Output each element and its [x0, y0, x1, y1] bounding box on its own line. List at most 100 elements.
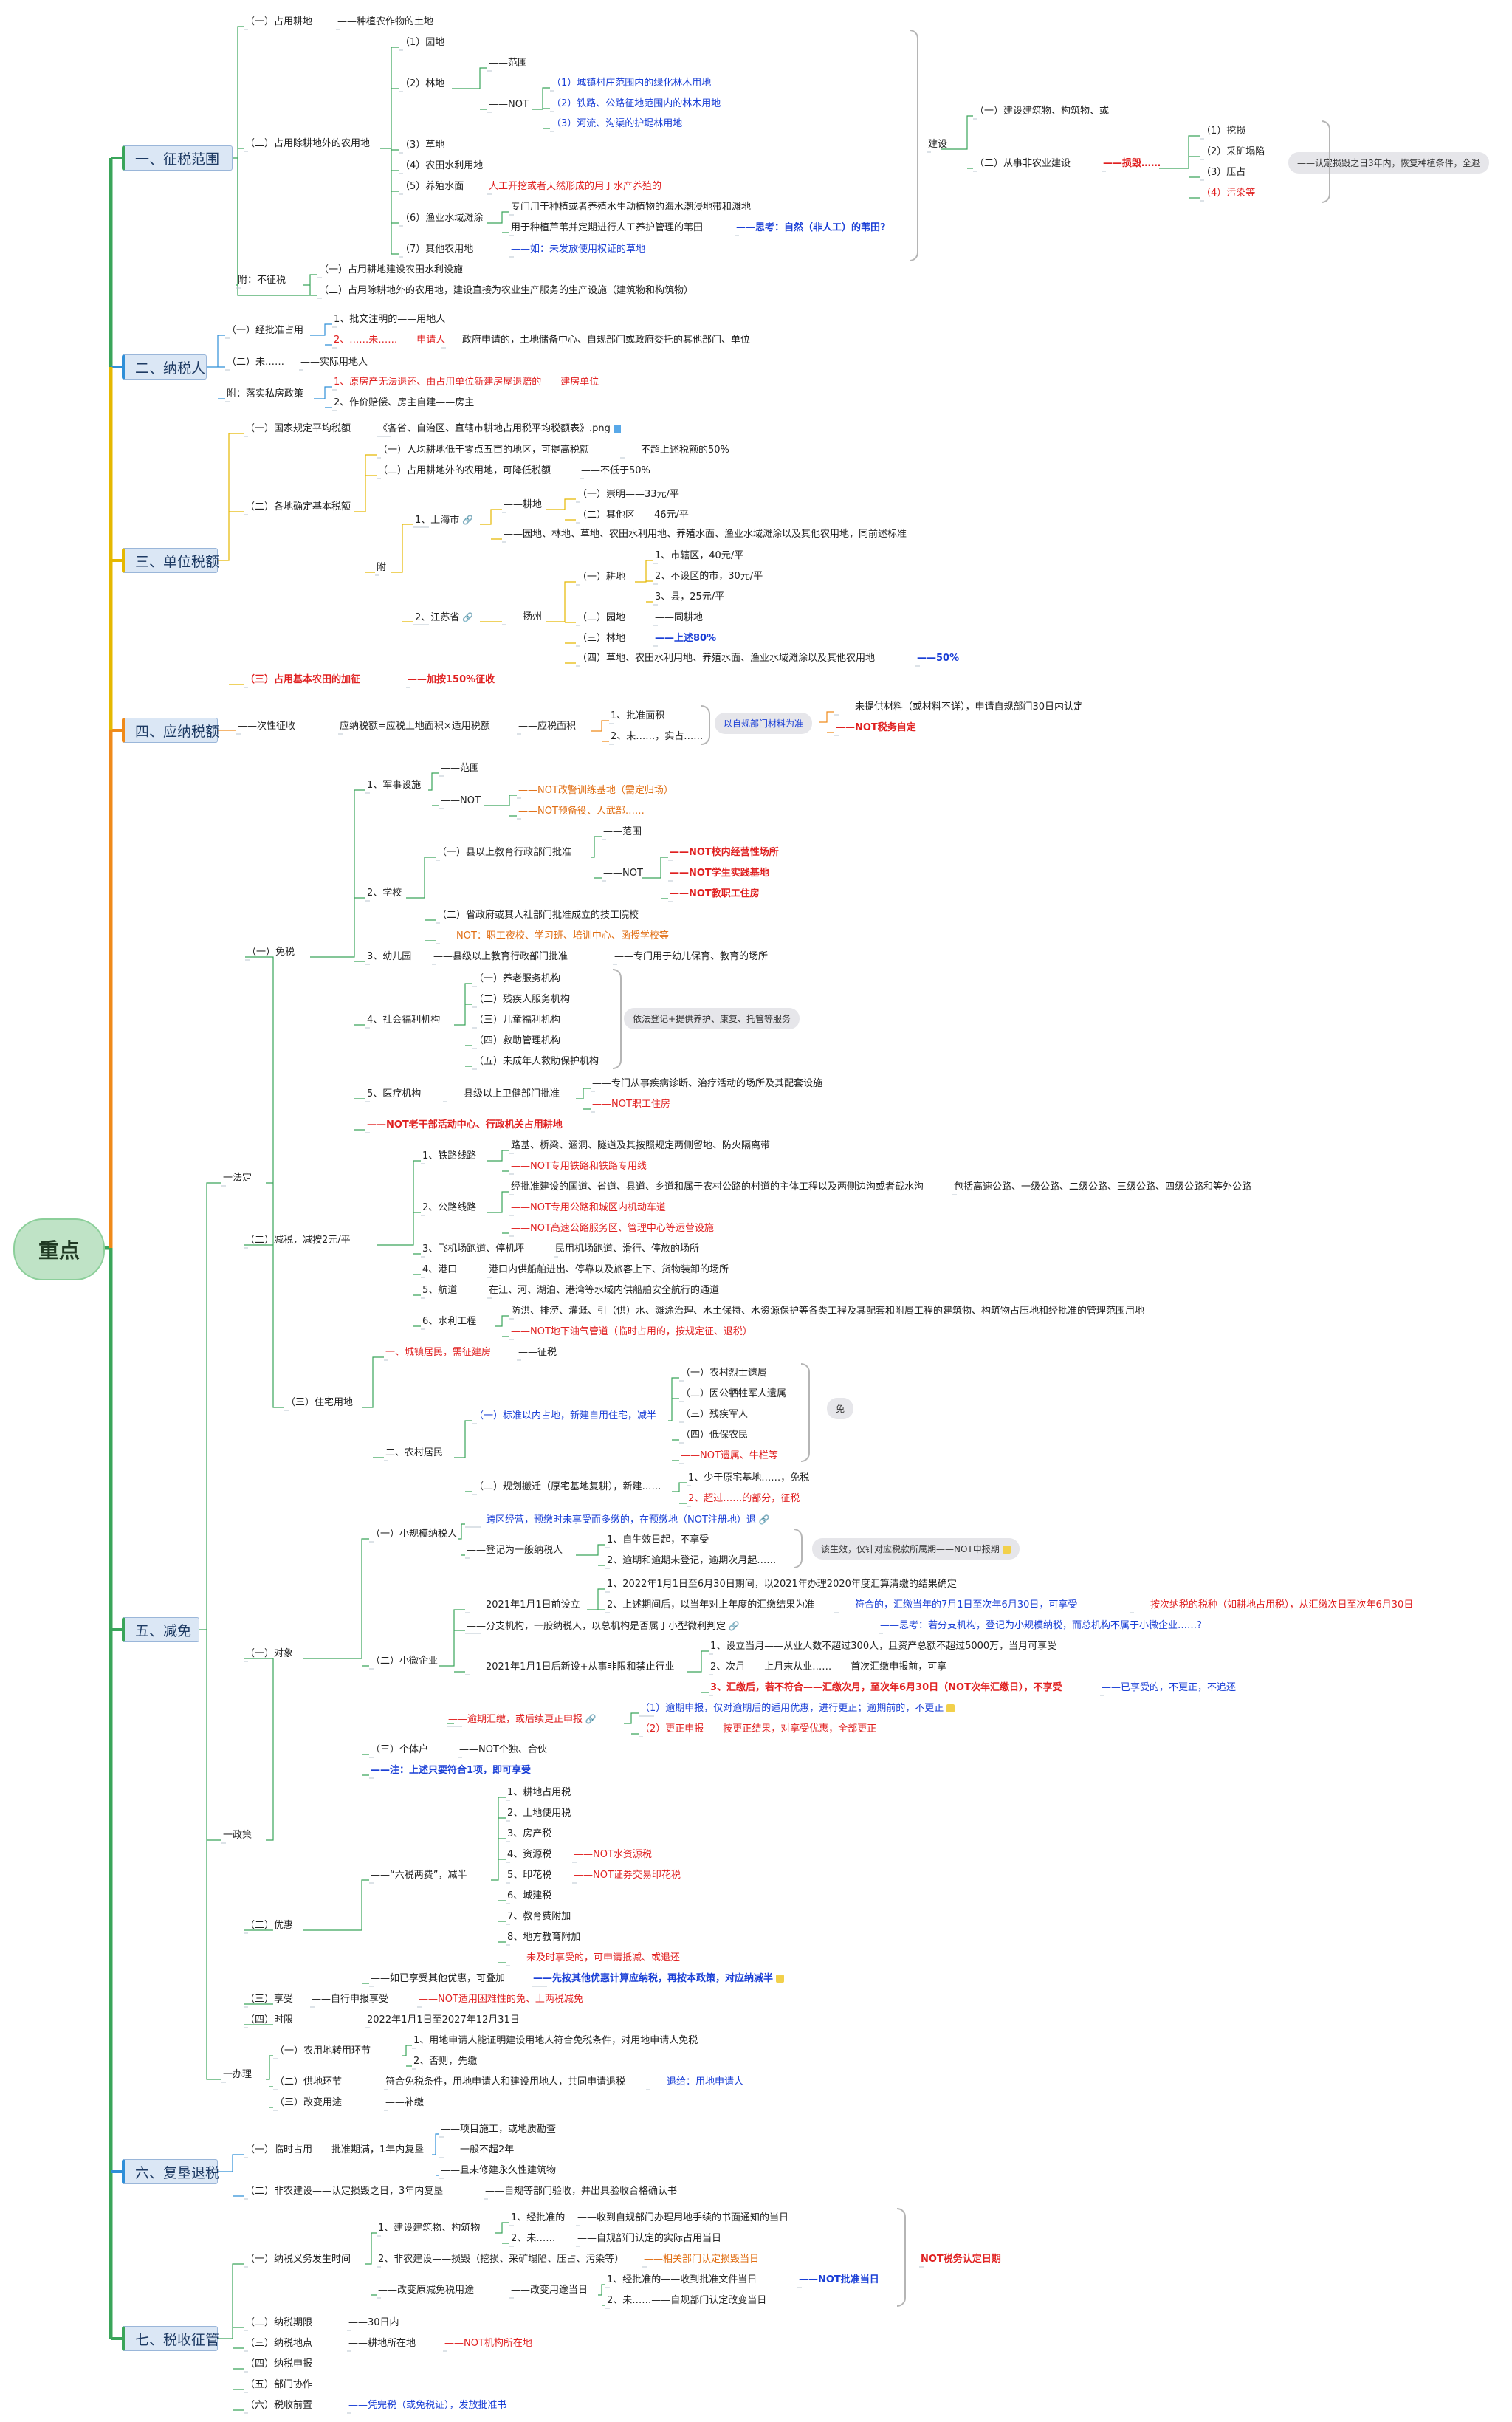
topic-node[interactable]: ——NOT税务自定	[834, 722, 919, 735]
topic-node[interactable]: ——应税面积	[517, 721, 579, 734]
note-icon[interactable]	[776, 1975, 785, 1983]
topic-node[interactable]: 4、资源税	[506, 1849, 554, 1862]
topic-node[interactable]: 符合免税条件，用地申请人和建设用地人，共同申请退税	[384, 2076, 628, 2090]
topic-node[interactable]: 3、飞机场跑道、停机坪	[421, 1243, 527, 1257]
topic-node[interactable]: （四）救助管理机构	[472, 1035, 563, 1049]
topic-node[interactable]: 人工开挖或者天然形成的用于水产养殖的	[487, 181, 664, 194]
topic-node[interactable]: ——且未修建永久性建筑物	[439, 2165, 559, 2178]
topic-node[interactable]: ——NOT老干部活动中心、行政机关占用耕地	[365, 1119, 566, 1133]
topic-node[interactable]: ——NOT机构所在地	[443, 2338, 535, 2351]
topic-node[interactable]: （三）个体户	[369, 1744, 431, 1757]
topic-node[interactable]: ——NOT校内经营性场所	[668, 847, 782, 860]
topic-node[interactable]: （三）纳税地点	[244, 2338, 315, 2351]
topic-node[interactable]: 7、教育费附加	[506, 1911, 574, 1924]
branch-topic[interactable]: 二、纳税人	[122, 354, 207, 380]
topic-node[interactable]: 一、城镇居民，需征建房	[384, 1347, 494, 1360]
topic-node[interactable]: 《各省、自治区、直辖市耕地占用税平均税额表》.png	[377, 423, 624, 436]
topic-node[interactable]: 2、超过……的部分，征税	[687, 1493, 803, 1506]
topic-node[interactable]: ——思考：若分支机构，登记为小规模纳税，而总机构不属于小微企业……?	[879, 1620, 1205, 1633]
topic-node[interactable]: 1、批准面积	[609, 710, 667, 724]
topic-node[interactable]: （二）因公牺牲军人遗属	[679, 1388, 789, 1402]
topic-node[interactable]: ——专门从事疾病诊断、治疗活动的场所及其配套设施	[591, 1078, 825, 1091]
topic-node[interactable]: （二）占用除耕地外的农用地，建设直接为农业生产服务的生产设施（建筑物和构筑物）	[317, 285, 696, 298]
topic-node[interactable]: ——耕地所在地	[347, 2338, 419, 2351]
topic-node[interactable]: （一）国家规定平均税额	[244, 423, 354, 436]
topic-node[interactable]: 防洪、排涝、灌溉、引（供）水、滩涂治理、水土保持、水资源保护等各类工程及其配套和…	[509, 1306, 1147, 1319]
topic-node[interactable]: ——实际用地人	[299, 357, 371, 370]
topic-node[interactable]: ——改变原减免税用途	[377, 2285, 477, 2298]
topic-node[interactable]: 1、市辖区，40元/平	[653, 550, 746, 563]
topic-node[interactable]: （一）纳税义务发生时间	[244, 2254, 354, 2267]
topic-node[interactable]: 5、印花税	[506, 1870, 554, 1883]
branch-topic[interactable]: 一、征税范围	[122, 145, 233, 171]
topic-node[interactable]: ——NOT专用铁路和铁路专用线	[509, 1161, 650, 1174]
topic-node[interactable]: ——征税	[517, 1347, 560, 1360]
topic-node[interactable]: （四）低保农民	[679, 1430, 751, 1443]
topic-node[interactable]: ——30日内	[347, 2317, 402, 2330]
topic-node[interactable]: 1、耕地占用税	[506, 1787, 574, 1800]
topic-node[interactable]: ——NOT水资源税	[572, 1849, 655, 1862]
topic-node[interactable]: ——园地、林地、草地、农田水利用地、养殖水面、渔业水域滩涂以及其他农用地，同前述…	[502, 529, 910, 542]
topic-node[interactable]: 3、汇缴后，若不符合——汇缴次月，至次年6月30日（NOT次年汇缴日），不享受	[709, 1682, 1065, 1695]
topic-node[interactable]: ——专门用于幼儿保育、教育的场所	[613, 951, 771, 964]
topic-node[interactable]: 6、城建税	[506, 1890, 554, 1904]
topic-node[interactable]: ——种植农作物的土地	[336, 16, 436, 30]
topic-node[interactable]: （二）残疾人服务机构	[472, 994, 573, 1007]
topic-node[interactable]: 6、水利工程	[421, 1316, 479, 1329]
topic-node[interactable]: 3、房产税	[506, 1828, 554, 1842]
branch-topic[interactable]: 七、税收征管	[122, 2326, 219, 2351]
topic-node[interactable]: ——注：上述只要符合1项，即可享受	[369, 1765, 534, 1778]
topic-node[interactable]: ——NOT学生实践基地	[668, 868, 772, 881]
topic-node[interactable]: （五）部门协作	[244, 2379, 315, 2392]
topic-node[interactable]: （六）税收前置	[244, 2400, 315, 2413]
topic-node[interactable]: 5、航道	[421, 1285, 460, 1298]
topic-node[interactable]: ——上述80%	[653, 633, 719, 646]
topic-node[interactable]: ——NOT职工住房	[591, 1099, 673, 1112]
topic-node[interactable]: （二）纳税期限	[244, 2317, 315, 2330]
topic-node[interactable]: （四）时限	[244, 2014, 296, 2028]
topic-node[interactable]: （一）占用耕地建设农田水利设施	[317, 264, 466, 278]
topic-node[interactable]: 附：不征税	[236, 275, 289, 288]
topic-node[interactable]: ——已享受的，不更正，不追还	[1100, 1682, 1239, 1695]
topic-node[interactable]: ——不超上述税额的50%	[620, 445, 732, 458]
topic-node[interactable]: 8、地方教育附加	[506, 1932, 583, 1945]
topic-node[interactable]: ——县级以上卫健部门批准	[443, 1088, 563, 1102]
topic-node[interactable]: ——跨区经营，预缴时未享受而多缴的，在预缴地（NOT注册地）退 🔗	[465, 1514, 773, 1528]
summary-bubble[interactable]: 依法登记+提供养护、康复、托管等服务	[624, 1008, 800, 1029]
topic-node[interactable]: 2、未……	[509, 2233, 558, 2246]
topic-node[interactable]: ——范围	[487, 58, 530, 71]
topic-node[interactable]: （7）其他农用地	[399, 244, 476, 257]
topic-node[interactable]: ——NOT教职工住房	[668, 888, 763, 902]
topic-node[interactable]: 1、经批准的	[509, 2212, 568, 2226]
topic-node[interactable]: ——登记为一般纳税人	[465, 1545, 566, 1558]
topic-node[interactable]: 2022年1月1日至2027年12月31日	[365, 2014, 523, 2028]
topic-node[interactable]: 2、未……，实占……	[609, 731, 706, 744]
topic-node[interactable]: 2、上述期间后，以当年对上年度的汇缴结果为准	[605, 1599, 817, 1613]
topic-node[interactable]: 4、港口	[421, 1264, 460, 1277]
topic-node[interactable]: ——县级以上教育行政部门批准	[432, 951, 571, 964]
topic-node[interactable]: （二）占用除耕地外的农用地	[244, 138, 373, 151]
topic-node[interactable]: （2）采矿塌陷	[1200, 146, 1268, 159]
topic-node[interactable]: （二）减税，减按2元/平	[244, 1235, 354, 1248]
topic-node[interactable]: （一）临时占用——批准期满，1年内复垦	[244, 2144, 427, 2158]
topic-node[interactable]: （一）崇明——33元/平	[576, 489, 682, 502]
topic-node[interactable]: ——按次纳税的税种（如耕地占用税），从汇缴次日至次年6月30日	[1130, 1599, 1416, 1613]
topic-node[interactable]: （3）草地	[399, 140, 447, 153]
topic-node[interactable]: （二）其他区——46元/平	[576, 510, 692, 523]
topic-node[interactable]: 包括高速公路、一级公路、二级公路、三级公路、四级公路和等外公路	[952, 1181, 1254, 1195]
summary-bubble[interactable]: 该生效，仅针对应税款所属期——NOT申报期	[812, 1538, 1020, 1560]
topic-node[interactable]: ——NOT	[602, 868, 646, 881]
topic-node[interactable]: （五）未成年人救助保护机构	[472, 1056, 602, 1069]
topic-node[interactable]: （一）人均耕地低于零点五亩的地区，可提高税额	[377, 445, 592, 458]
topic-node[interactable]: 3、幼儿园	[365, 951, 414, 964]
topic-node[interactable]: ——政府申请的，土地储备中心、自规部门或政府委托的其他部门、单位	[441, 335, 753, 348]
topic-node[interactable]: 二、农村居民	[384, 1447, 446, 1461]
topic-node[interactable]: 4、社会福利机构	[365, 1015, 443, 1028]
branch-topic[interactable]: 三、单位税额	[122, 548, 219, 573]
topic-node[interactable]: 在江、河、湖泊、港湾等水域内供船舶安全航行的通道	[487, 1285, 722, 1298]
topic-node[interactable]: 2、土地使用税	[506, 1808, 574, 1821]
link-icon[interactable]: 🔗	[726, 1621, 740, 1631]
branch-topic[interactable]: 五、减免	[122, 1617, 199, 1642]
topic-node[interactable]: 专门用于种植或者养殖水生动植物的海水潮浸地带和滩地	[509, 202, 754, 215]
topic-node[interactable]: 附	[375, 562, 389, 575]
